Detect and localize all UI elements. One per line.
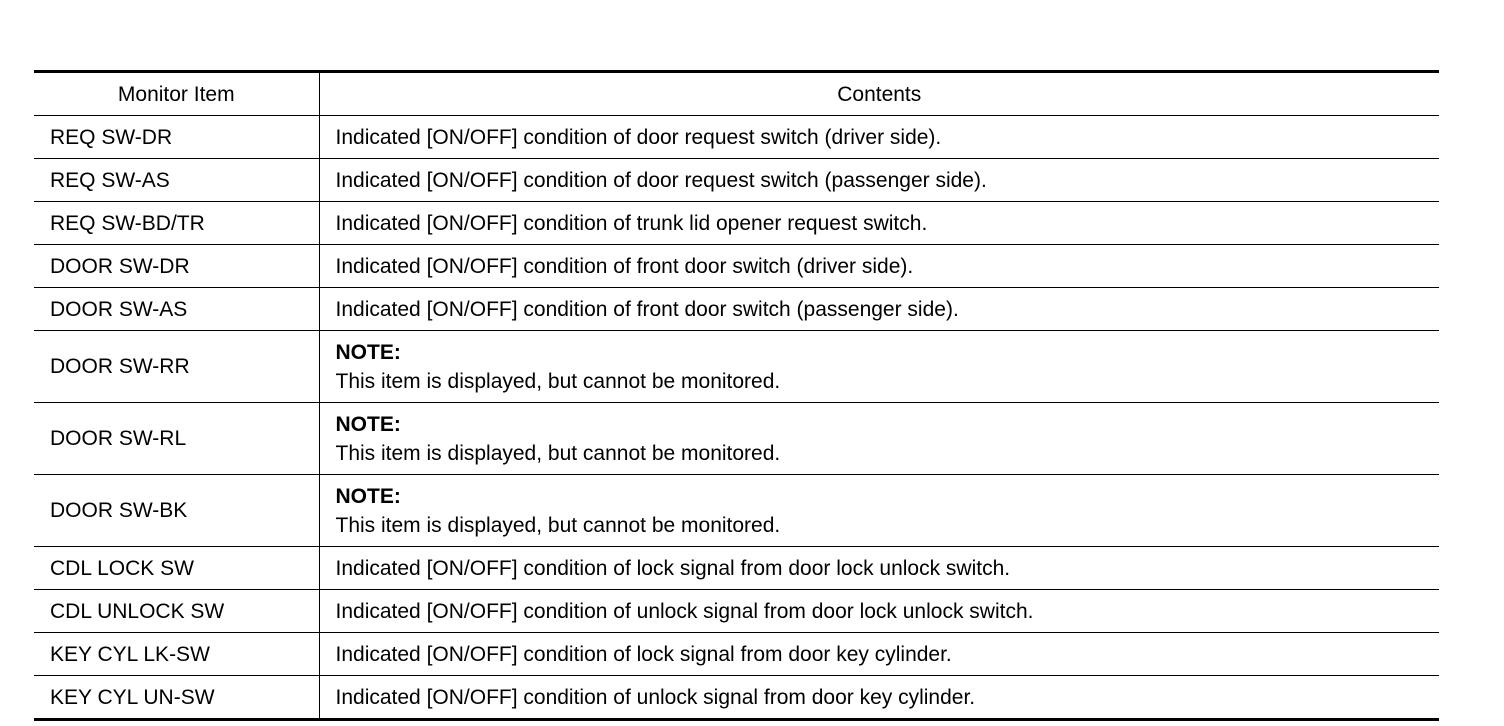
contents-cell: Indicated [ON/OFF] condition of unlock s… xyxy=(319,589,1439,633)
contents-cell: NOTE: This item is displayed, but cannot… xyxy=(319,402,1439,475)
contents-cell: Indicated [ON/OFF] condition of front do… xyxy=(319,244,1439,288)
monitor-item-cell: KEY CYL UN-SW xyxy=(34,675,320,721)
monitor-item-cell: CDL LOCK SW xyxy=(34,546,320,590)
monitor-item-cell: REQ SW-BD/TR xyxy=(34,201,320,245)
contents-cell: NOTE: This item is displayed, but cannot… xyxy=(319,330,1439,403)
monitor-item-cell: KEY CYL LK-SW xyxy=(34,632,320,676)
table-row: DOOR SW-RR NOTE: This item is displayed,… xyxy=(34,330,1439,403)
monitor-item-cell: DOOR SW-DR xyxy=(34,244,320,288)
monitor-item-cell: REQ SW-DR xyxy=(34,115,320,159)
header-contents: Contents xyxy=(319,70,1439,116)
note-text: This item is displayed, but cannot be mo… xyxy=(335,513,781,537)
contents-cell: Indicated [ON/OFF] condition of front do… xyxy=(319,287,1439,331)
contents-cell: Indicated [ON/OFF] condition of door req… xyxy=(319,115,1439,159)
contents-cell: Indicated [ON/OFF] condition of trunk li… xyxy=(319,201,1439,245)
table-row: KEY CYL LK-SW Indicated [ON/OFF] conditi… xyxy=(34,632,1439,676)
table-row: CDL UNLOCK SW Indicated [ON/OFF] conditi… xyxy=(34,589,1439,633)
contents-cell: Indicated [ON/OFF] condition of door req… xyxy=(319,158,1439,202)
table-row: DOOR SW-AS Indicated [ON/OFF] condition … xyxy=(34,287,1439,331)
table-row: REQ SW-DR Indicated [ON/OFF] condition o… xyxy=(34,115,1439,159)
monitor-item-cell: DOOR SW-AS xyxy=(34,287,320,331)
monitor-item-cell: DOOR SW-BK xyxy=(34,474,320,547)
contents-cell: Indicated [ON/OFF] condition of lock sig… xyxy=(319,546,1439,590)
monitor-item-cell: DOOR SW-RL xyxy=(34,402,320,475)
table-header: Monitor Item Contents xyxy=(34,70,1439,116)
table-body: REQ SW-DR Indicated [ON/OFF] condition o… xyxy=(34,115,1439,721)
note-label: NOTE: xyxy=(335,340,401,364)
table-row: REQ SW-AS Indicated [ON/OFF] condition o… xyxy=(34,158,1439,202)
contents-cell: NOTE: This item is displayed, but cannot… xyxy=(319,474,1439,547)
table-row: DOOR SW-BK NOTE: This item is displayed,… xyxy=(34,474,1439,547)
monitor-item-table: Monitor Item Contents REQ SW-DR Indicate… xyxy=(34,70,1439,721)
note-text: This item is displayed, but cannot be mo… xyxy=(335,441,781,465)
note-label: NOTE: xyxy=(335,484,401,508)
header-monitor-item: Monitor Item xyxy=(34,70,320,116)
header-row: Monitor Item Contents xyxy=(34,70,1439,116)
note-text: This item is displayed, but cannot be mo… xyxy=(335,369,781,393)
monitor-item-cell: REQ SW-AS xyxy=(34,158,320,202)
table-row: DOOR SW-RL NOTE: This item is displayed,… xyxy=(34,402,1439,475)
contents-cell: Indicated [ON/OFF] condition of lock sig… xyxy=(319,632,1439,676)
note-label: NOTE: xyxy=(335,412,401,436)
table-row: CDL LOCK SW Indicated [ON/OFF] condition… xyxy=(34,546,1439,590)
monitor-item-cell: CDL UNLOCK SW xyxy=(34,589,320,633)
monitor-item-cell: DOOR SW-RR xyxy=(34,330,320,403)
contents-cell: Indicated [ON/OFF] condition of unlock s… xyxy=(319,675,1439,721)
table-row: KEY CYL UN-SW Indicated [ON/OFF] conditi… xyxy=(34,675,1439,721)
table-row: DOOR SW-DR Indicated [ON/OFF] condition … xyxy=(34,244,1439,288)
table-row: REQ SW-BD/TR Indicated [ON/OFF] conditio… xyxy=(34,201,1439,245)
